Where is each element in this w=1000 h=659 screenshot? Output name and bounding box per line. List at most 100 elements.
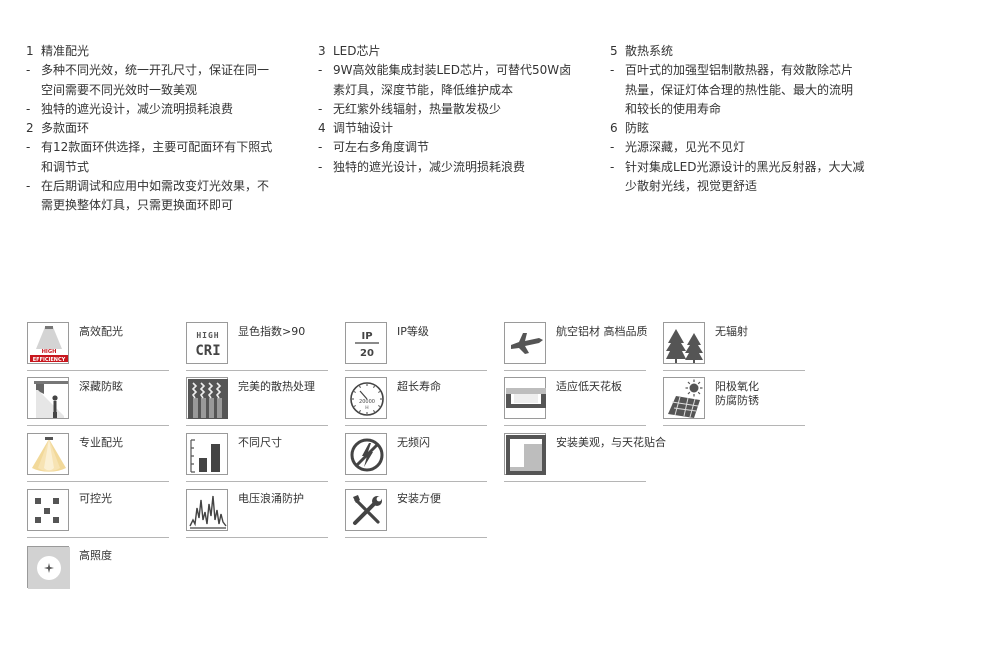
feature-professional-light: 专业配光 bbox=[27, 433, 169, 483]
ip-rating-icon: IP 20 bbox=[345, 322, 387, 364]
feature-divider bbox=[504, 481, 646, 482]
bullet-line: 独特的遮光设计，减少流明损耗浪费 bbox=[333, 159, 526, 174]
bullet-item: -百叶式的加强型铝制散热器，有效散除芯片热量，保证灯体合理的热性能、最大的流明和… bbox=[610, 61, 890, 119]
heat-wave-icon bbox=[186, 377, 228, 419]
feature-high-efficiency: HIGH EFFICIENCY 高效配光 bbox=[27, 322, 169, 372]
deep-anti-glare-icon bbox=[27, 377, 69, 419]
sparkle-icon bbox=[27, 546, 70, 589]
tools-icon bbox=[345, 489, 387, 531]
section-heading: 2 多款面环 bbox=[26, 119, 306, 138]
feature-aero-aluminum: 航空铝材 高档品质 bbox=[504, 322, 648, 372]
feature-label: 安装美观，与天花贴合 bbox=[556, 436, 666, 449]
feature-divider bbox=[186, 481, 328, 482]
bullet-item: -无红紫外线辐射，热量散发极少 bbox=[318, 100, 598, 119]
bullet-item: -独特的遮光设计，减少流明损耗浪费 bbox=[318, 158, 598, 177]
feature-divider bbox=[27, 370, 169, 371]
feature-anodized: 阳极氧化 防腐防锈 bbox=[663, 377, 805, 427]
bullet-line: 热量，保证灯体合理的热性能、最大的流明 bbox=[625, 82, 854, 97]
bullet-item: -独特的遮光设计，减少流明损耗浪费 bbox=[26, 100, 306, 119]
feature-divider bbox=[345, 537, 487, 538]
svg-text:HIGH: HIGH bbox=[42, 349, 57, 355]
svg-text:20: 20 bbox=[360, 348, 374, 359]
bullet-line: 针对集成LED光源设计的黑光反射器，大大减 bbox=[625, 159, 865, 174]
section-title: 精准配光 bbox=[41, 44, 90, 58]
high-cri-icon: HIGH CRI bbox=[186, 322, 228, 364]
bullet-line: 少散射光线，视觉更舒适 bbox=[625, 179, 758, 194]
feature-divider bbox=[504, 425, 646, 426]
feature-low-ceiling: 适应低天花板 bbox=[504, 377, 646, 427]
feature-label: 安装方便 bbox=[397, 492, 441, 505]
size-bars-icon bbox=[186, 433, 228, 475]
feature-label: 完美的散热处理 bbox=[238, 380, 315, 393]
high-efficiency-icon: HIGH EFFICIENCY bbox=[27, 322, 69, 364]
feature-high-illuminance: 高照度 bbox=[27, 546, 169, 596]
bullet-line: 空间需要不同光效时一致美观 bbox=[41, 82, 198, 97]
section-number: 5 bbox=[610, 44, 618, 58]
bullet-item: -多种不同光效，统一开孔尺寸，保证在同一空间需要不同光效时一致美观 bbox=[26, 61, 306, 100]
bullet-line: 素灯具，深度节能，降低维护成本 bbox=[333, 82, 514, 97]
svg-text:CRI: CRI bbox=[195, 343, 220, 359]
feature-high-cri: HIGH CRI 显色指数>90 bbox=[186, 322, 328, 372]
section-title: 调节轴设计 bbox=[333, 121, 394, 136]
feature-divider bbox=[186, 537, 328, 538]
bullet-dash: - bbox=[26, 63, 31, 78]
feature-divider bbox=[663, 370, 805, 371]
bullet-line: 和较长的使用寿命 bbox=[625, 101, 722, 116]
svg-text:EFFICIENCY: EFFICIENCY bbox=[33, 357, 66, 363]
feature-label: 高效配光 bbox=[79, 325, 123, 338]
bullet-dash: - bbox=[26, 179, 31, 194]
feature-divider bbox=[345, 425, 487, 426]
flush-ceiling-icon bbox=[504, 433, 546, 475]
feature-label: 专业配光 bbox=[79, 436, 123, 449]
feature-divider bbox=[345, 370, 487, 371]
feature-divider bbox=[27, 481, 169, 482]
section-number: 3 bbox=[318, 44, 326, 58]
feature-divider bbox=[186, 425, 328, 426]
section-title: 多款面环 bbox=[41, 121, 90, 136]
bullet-line: 百叶式的加强型铝制散热器，有效散除芯片 bbox=[625, 63, 854, 78]
feature-divider bbox=[663, 425, 805, 426]
feature-surge-protection: 电压浪涌防护 bbox=[186, 489, 328, 539]
feature-easy-install: 安装方便 bbox=[345, 489, 487, 539]
svg-text:H: H bbox=[365, 405, 368, 411]
bullet-item: -有12款面环供选择，主要可配面环有下照式和调节式 bbox=[26, 138, 306, 177]
bullet-line: 独特的遮光设计，减少流明损耗浪费 bbox=[41, 101, 234, 116]
feature-sizes: 不同尺寸 bbox=[186, 433, 328, 483]
bullet-line: 多种不同光效，统一开孔尺寸，保证在同一 bbox=[41, 63, 270, 78]
bullet-dash: - bbox=[318, 159, 323, 174]
feature-no-flicker: 无频闪 bbox=[345, 433, 487, 483]
bullet-dash: - bbox=[610, 140, 615, 155]
bullet-dash: - bbox=[610, 159, 615, 174]
feature-deep-anti-glare: 深藏防眩 bbox=[27, 377, 169, 427]
dots-grid-icon bbox=[27, 489, 69, 531]
feature-label: 显色指数>90 bbox=[238, 325, 306, 338]
feature-label: IP等级 bbox=[397, 325, 429, 338]
feature-divider bbox=[345, 481, 487, 482]
bullet-line: 光源深藏，见光不见灯 bbox=[625, 140, 746, 155]
feature-label: 可控光 bbox=[79, 492, 112, 505]
feature-divider bbox=[27, 537, 169, 538]
section-number: 6 bbox=[610, 121, 618, 136]
section-number: 2 bbox=[26, 121, 34, 136]
bullet-line: 需更换整体灯具，只需更换面环即可 bbox=[41, 198, 234, 213]
feature-ip-rating: IP 20 IP等级 bbox=[345, 322, 487, 372]
low-ceiling-icon bbox=[504, 377, 546, 419]
feature-label: 不同尺寸 bbox=[238, 436, 282, 449]
feature-label: 超长寿命 bbox=[397, 380, 441, 393]
bullet-item: -在后期调试和应用中如需改变灯光效果，不需更换整体灯具，只需更换面环即可 bbox=[26, 177, 306, 216]
feature-label: 无辐射 bbox=[715, 325, 748, 338]
bullet-dash: - bbox=[26, 101, 31, 116]
surge-wave-icon bbox=[186, 489, 228, 531]
trees-icon bbox=[663, 322, 705, 364]
no-flicker-icon bbox=[345, 433, 387, 475]
bullet-dash: - bbox=[318, 63, 323, 78]
feature-label: 高照度 bbox=[79, 549, 112, 562]
feature-label: 适应低天花板 bbox=[556, 380, 622, 393]
feature-no-radiation: 无辐射 bbox=[663, 322, 805, 372]
